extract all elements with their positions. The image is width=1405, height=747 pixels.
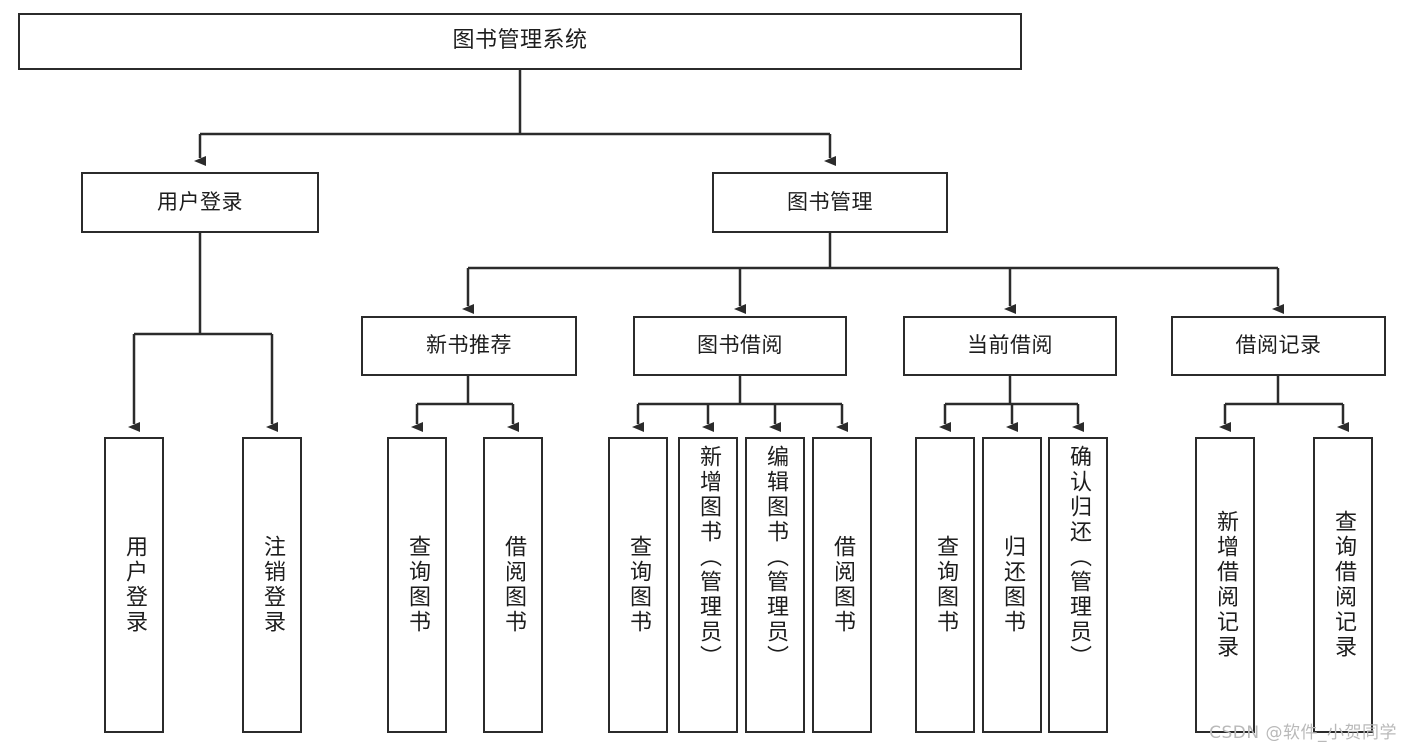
node-label: 新书推荐	[426, 333, 512, 358]
node-label: 注销登录	[260, 535, 285, 635]
node-label: 用户登录	[157, 189, 243, 214]
leaf-borrow-books-borrow[interactable]: 借阅图书	[812, 437, 872, 733]
node-label: 查询图书	[626, 535, 651, 635]
leaf-new-books-borrow[interactable]: 借阅图书	[483, 437, 543, 733]
node-borrow-records[interactable]: 借阅记录	[1171, 316, 1386, 376]
node-label: 查询图书	[405, 535, 430, 635]
leaf-borrow-records-add[interactable]: 新增借阅记录	[1195, 437, 1255, 733]
node-book-management[interactable]: 图书管理	[712, 172, 948, 233]
node-label: 图书管理系统	[452, 28, 588, 54]
leaf-user-login-signin[interactable]: 用户登录	[104, 437, 164, 733]
node-label: 新增图书（管理员）	[696, 445, 721, 670]
node-label: 编辑图书（管理员）	[763, 445, 788, 670]
node-label: 借阅图书	[830, 535, 855, 635]
node-current-borrow[interactable]: 当前借阅	[903, 316, 1117, 376]
node-label: 确认归还（管理员）	[1066, 445, 1091, 670]
node-user-login[interactable]: 用户登录	[81, 172, 319, 233]
leaf-user-login-signout[interactable]: 注销登录	[242, 437, 302, 733]
leaf-new-books-query[interactable]: 查询图书	[387, 437, 447, 733]
node-label: 新增借阅记录	[1213, 510, 1238, 660]
leaf-borrow-books-query[interactable]: 查询图书	[608, 437, 668, 733]
leaf-borrow-books-add[interactable]: 新增图书（管理员）	[678, 437, 738, 733]
node-new-book-recommend[interactable]: 新书推荐	[361, 316, 577, 376]
node-label: 借阅图书	[501, 535, 526, 635]
leaf-current-borrow-query[interactable]: 查询图书	[915, 437, 975, 733]
leaf-borrow-books-edit[interactable]: 编辑图书（管理员）	[745, 437, 805, 733]
node-label: 借阅记录	[1235, 333, 1322, 358]
node-label: 用户登录	[122, 535, 147, 635]
leaf-current-borrow-return[interactable]: 归还图书	[982, 437, 1042, 733]
node-book-borrow[interactable]: 图书借阅	[633, 316, 847, 376]
leaf-borrow-records-query[interactable]: 查询借阅记录	[1313, 437, 1373, 733]
node-label: 查询借阅记录	[1331, 510, 1356, 660]
node-label: 当前借阅	[967, 333, 1053, 358]
node-root-system[interactable]: 图书管理系统	[18, 13, 1022, 70]
node-label: 图书借阅	[697, 333, 783, 358]
node-label: 查询图书	[933, 535, 958, 635]
node-label: 图书管理	[787, 189, 873, 214]
node-label: 归还图书	[1000, 535, 1025, 635]
leaf-current-borrow-confirm[interactable]: 确认归还（管理员）	[1048, 437, 1108, 733]
